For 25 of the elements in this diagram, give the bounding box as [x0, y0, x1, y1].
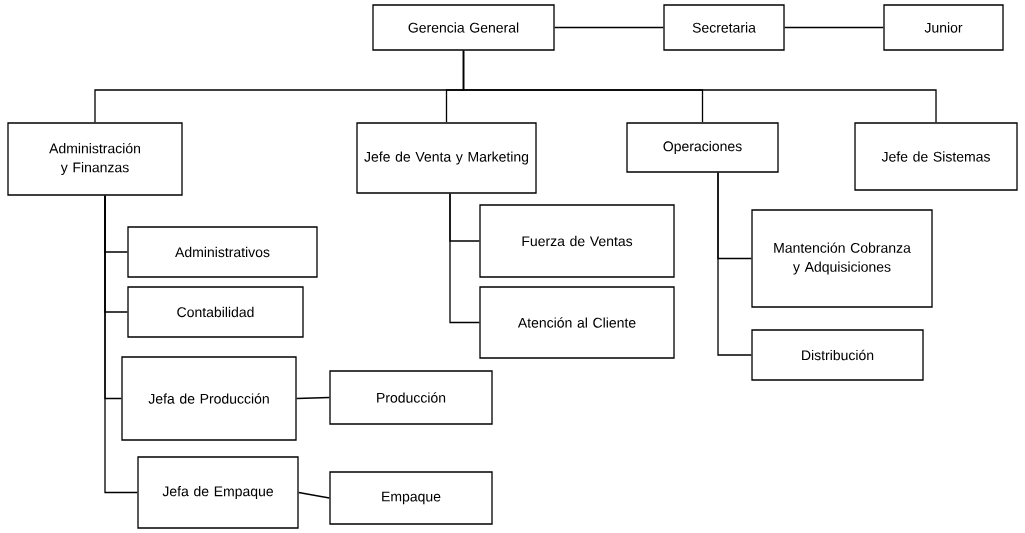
org-box: Junior	[883, 4, 1004, 51]
org-box: Gerencia General	[372, 4, 555, 51]
org-box: Jefe de Sistemas	[854, 122, 1018, 191]
org-box: Operaciones	[626, 122, 779, 173]
org-box: Secretaria	[663, 4, 785, 51]
org-box: Producción	[329, 370, 493, 425]
org-box: Fuerza de Ventas	[479, 204, 675, 278]
connector-line	[104, 195, 138, 494]
org-box: Jefe de Venta y Marketing	[356, 122, 537, 194]
connector-line	[449, 193, 480, 324]
org-box: Jefa de Empaque	[137, 456, 299, 529]
org-box: Atención al Cliente	[479, 286, 675, 359]
org-box: Jefa de Producción	[121, 356, 297, 441]
connector-line	[784, 26, 884, 29]
org-box: Administración y Finanzas	[7, 122, 183, 196]
org-box: Contabilidad	[127, 286, 304, 338]
connector-line	[462, 50, 937, 123]
connector-line	[554, 26, 664, 29]
connector-line	[717, 172, 752, 356]
org-box: Empaque	[329, 471, 493, 525]
connector-line	[298, 491, 330, 499]
org-box: Mantención Cobranza y Adquisiciones	[751, 209, 933, 308]
org-box: Distribución	[751, 329, 924, 381]
connector-line	[296, 396, 330, 400]
org-box: Administrativos	[127, 226, 318, 278]
